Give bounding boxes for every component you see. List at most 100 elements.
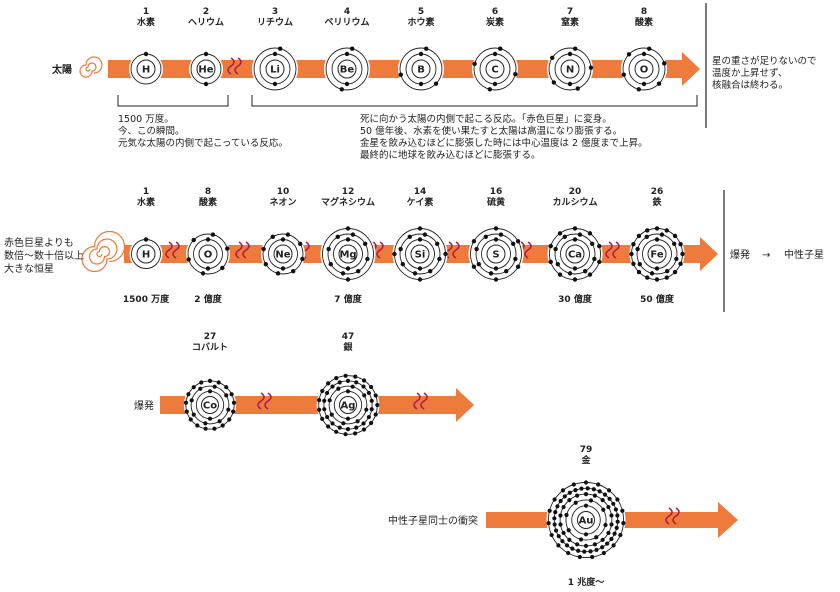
electron-dot xyxy=(354,425,359,430)
row-1-end-note-line: 星の重さが足りないので xyxy=(712,55,817,67)
electron-dot xyxy=(354,380,359,385)
electron-shell xyxy=(475,233,517,275)
bracket-left xyxy=(117,95,229,107)
row-1-note-right-line: 50 億年後、水素を使い果たすと太陽は高温になり膨張する。 xyxy=(360,125,622,137)
element-symbol: Be xyxy=(340,65,355,76)
electron-dot xyxy=(216,380,221,385)
row-2-end-left: 爆発 xyxy=(730,248,750,261)
electron-dot xyxy=(205,266,211,271)
electron-dot xyxy=(418,81,424,87)
electron-dot xyxy=(577,554,582,560)
electron-dot xyxy=(572,266,578,271)
nucleus xyxy=(339,396,357,414)
electron-dot xyxy=(280,266,286,271)
electron-dot xyxy=(583,480,589,485)
electron-dot xyxy=(567,537,572,542)
electron-dot xyxy=(474,246,479,252)
atomic-number: 3 xyxy=(272,7,278,17)
electron-dot xyxy=(571,482,576,487)
electron-dot xyxy=(322,407,327,412)
element-symbol: Ne xyxy=(275,250,290,261)
element-name: 炭素 xyxy=(486,16,504,28)
electron-dot xyxy=(423,46,429,51)
atomic-number: 20 xyxy=(569,187,582,197)
electron-dot xyxy=(629,251,634,257)
electron-dot xyxy=(198,386,203,391)
electron-dot xyxy=(645,228,650,233)
electron-dot xyxy=(560,488,566,493)
element-name: コバルト xyxy=(192,342,228,353)
row-1-start-label: 太陽 xyxy=(51,63,72,76)
element-symbol: H xyxy=(142,65,150,76)
electron-dot xyxy=(572,46,578,51)
electron-dot xyxy=(417,266,423,271)
electron-dot xyxy=(189,398,194,403)
electron-dot xyxy=(493,266,499,271)
electron-dot xyxy=(548,243,553,249)
electron-dot xyxy=(325,390,330,396)
electron-shell xyxy=(187,233,229,275)
bracket-right xyxy=(251,95,698,107)
electron-dot xyxy=(562,234,567,239)
electron-dot xyxy=(561,504,566,510)
electron-dot xyxy=(195,423,200,428)
electron-shell xyxy=(190,385,230,425)
electron-dot xyxy=(373,393,378,398)
electron-dot xyxy=(392,251,397,257)
electron-dot xyxy=(615,513,620,518)
electron-dot xyxy=(345,277,351,282)
element-symbol: Fe xyxy=(650,250,663,261)
row-2-start-label-line: 数倍～数十倍以上 xyxy=(4,249,84,262)
electron-dot xyxy=(597,259,602,265)
electron-dot xyxy=(398,72,403,77)
electron-dot xyxy=(341,421,346,426)
electron-dot xyxy=(579,486,584,491)
electron-dot xyxy=(636,233,642,239)
electron-dot xyxy=(412,271,418,276)
electron-dot xyxy=(492,81,498,87)
electron-dot xyxy=(298,241,303,246)
electron-dot xyxy=(609,536,614,542)
electron-dot xyxy=(557,272,563,277)
electron-dot xyxy=(552,516,557,521)
electron-dot xyxy=(601,550,606,556)
atomic-number: 4 xyxy=(344,7,350,17)
electron-dot xyxy=(272,81,278,87)
electron-dot xyxy=(592,493,597,498)
electron-shell xyxy=(473,47,517,91)
electron-dot xyxy=(345,416,351,421)
electron-dot xyxy=(212,426,217,431)
electron-dot xyxy=(340,271,346,276)
electron-dot xyxy=(188,417,193,422)
electron-dot xyxy=(365,256,370,262)
electron-dot xyxy=(280,237,286,242)
electron-dot xyxy=(613,507,618,512)
electron-dot xyxy=(339,87,345,92)
electron-dot xyxy=(513,256,518,262)
electron-dot xyxy=(577,232,583,237)
electron-dot xyxy=(573,500,578,505)
nucleus xyxy=(486,244,506,264)
electron-dot xyxy=(555,262,560,267)
electron-dot xyxy=(400,262,405,267)
electron-dot xyxy=(558,513,563,518)
electron-dot xyxy=(600,498,605,503)
electron-dot xyxy=(361,378,367,383)
electron-dot xyxy=(417,226,423,231)
electron-dot xyxy=(637,262,642,267)
electron-shell xyxy=(262,233,304,275)
electron-dot xyxy=(646,46,652,51)
electron-dot xyxy=(556,543,561,548)
electron-dot xyxy=(649,271,655,276)
electron-dot xyxy=(594,547,599,552)
electron-dot xyxy=(344,51,350,57)
electron-shell xyxy=(622,47,666,91)
electron-dot xyxy=(597,243,602,249)
electron-dot xyxy=(664,228,669,233)
